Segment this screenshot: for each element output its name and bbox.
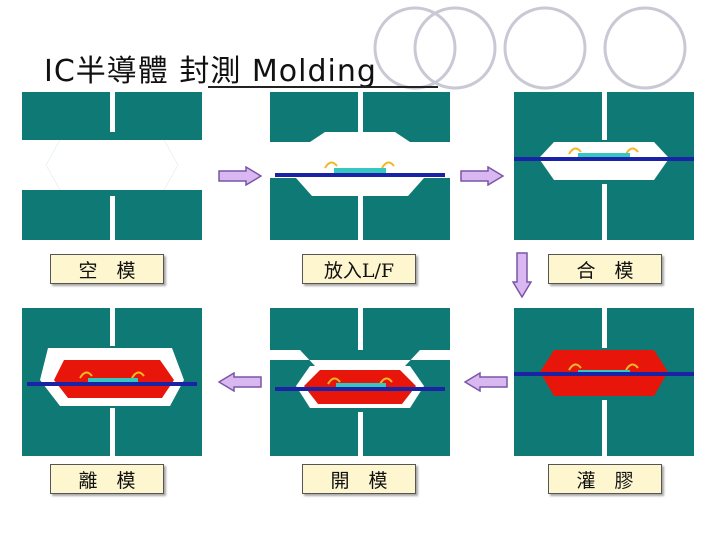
- step-label-load-leadframe: 放入L/F: [302, 254, 416, 284]
- mold-panel-eject: [22, 308, 202, 456]
- left-arrow-icon: [464, 372, 508, 392]
- step-label-open-mold: 開 模: [302, 464, 416, 494]
- decor-circle: [373, 6, 457, 90]
- right-arrow-icon: [460, 166, 504, 186]
- decorative-circles: [373, 6, 687, 90]
- page-title: IC半導體 封測 Molding: [44, 54, 377, 89]
- mold-panel-open-mold: [270, 308, 450, 456]
- left-arrow-icon: [218, 372, 262, 392]
- mold-panel-close-mold: [514, 92, 694, 240]
- step-label-eject: 離 模: [50, 464, 164, 494]
- mold-panel-load-leadframe: [270, 92, 450, 240]
- step-label-empty: 空 模: [50, 254, 164, 284]
- decor-circle: [503, 6, 587, 90]
- title-underline: [208, 86, 438, 88]
- step-label-close-mold: 合 模: [548, 254, 662, 284]
- decor-circle: [413, 6, 497, 90]
- down-arrow-icon: [512, 252, 532, 298]
- mold-panel-empty: [22, 92, 202, 240]
- mold-panel-inject: [514, 308, 694, 456]
- step-label-inject: 灌 膠: [548, 464, 662, 494]
- right-arrow-icon: [218, 166, 262, 186]
- decor-circle: [603, 6, 687, 90]
